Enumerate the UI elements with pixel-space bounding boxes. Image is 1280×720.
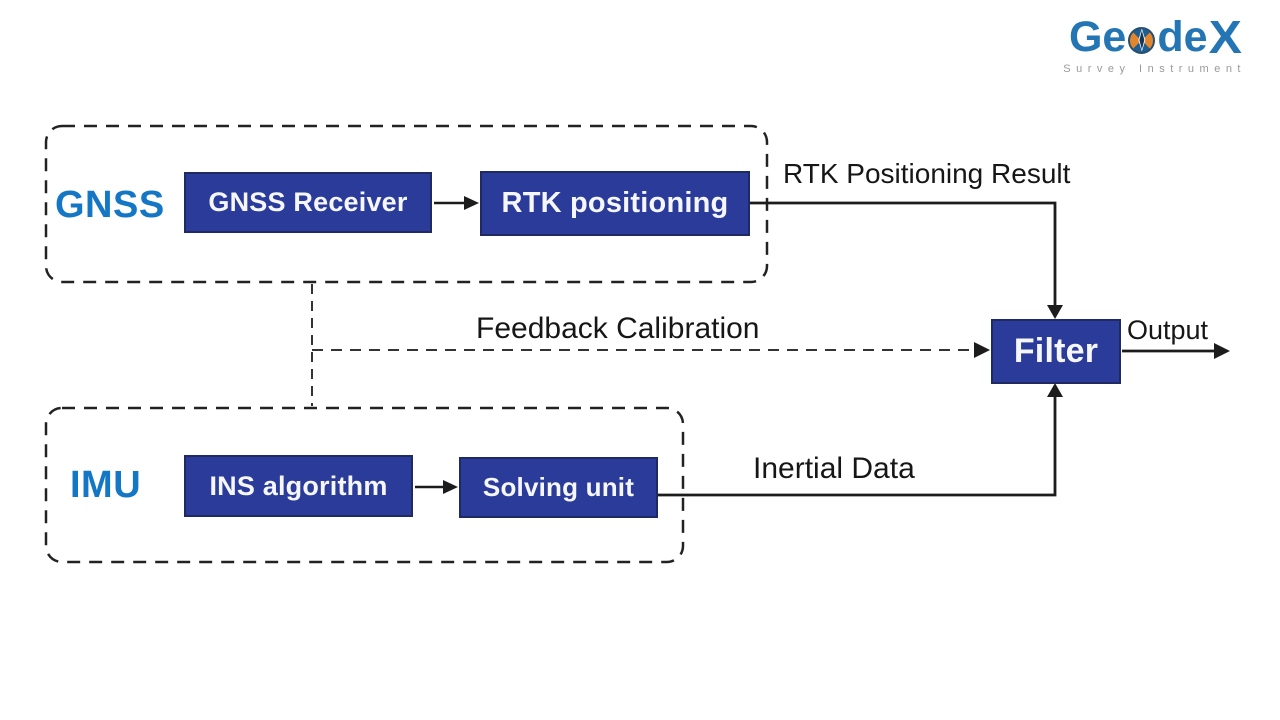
- node-rtk-positioning: RTK positioning: [480, 171, 750, 236]
- imu-group-container: [44, 406, 685, 564]
- inertial-data-connector: [658, 397, 1057, 497]
- geodex-logo: Ge de X Survey Instrument: [1063, 14, 1246, 75]
- inertial-data-arrowhead-icon: [1047, 383, 1063, 397]
- node-gnss-receiver: GNSS Receiver: [184, 172, 432, 233]
- feedback-arrowhead-icon: [974, 342, 990, 358]
- imu-group-label: IMU: [70, 464, 142, 506]
- brand-tagline: Survey Instrument: [1063, 63, 1246, 75]
- brand-text-x: X: [1208, 11, 1242, 63]
- brand-text-mid: de: [1157, 12, 1208, 61]
- rtk-result-arrowhead-icon: [1047, 305, 1063, 319]
- brand-text-prefix: Ge: [1068, 12, 1127, 61]
- ins-to-solving-arrowhead-icon: [443, 480, 458, 494]
- feedback-edge-label: Feedback Calibration: [476, 312, 760, 345]
- node-solving-unit: Solving unit: [459, 457, 658, 518]
- gnss-group-label: GNSS: [55, 184, 165, 226]
- compass-icon: [1128, 26, 1156, 54]
- inertial-edge-label: Inertial Data: [753, 452, 915, 485]
- receiver-to-rtk-arrowhead-icon: [464, 196, 479, 210]
- node-filter: Filter: [991, 319, 1121, 384]
- geodex-brand-wordmark: Ge de X: [1068, 11, 1242, 63]
- node-ins-algorithm: INS algorithm: [184, 455, 413, 517]
- rtk-result-edge-label: RTK Positioning Result: [783, 158, 1071, 189]
- output-arrowhead-icon: [1214, 343, 1230, 359]
- output-edge-label: Output: [1127, 315, 1209, 345]
- rtk-result-connector: [750, 201, 1057, 305]
